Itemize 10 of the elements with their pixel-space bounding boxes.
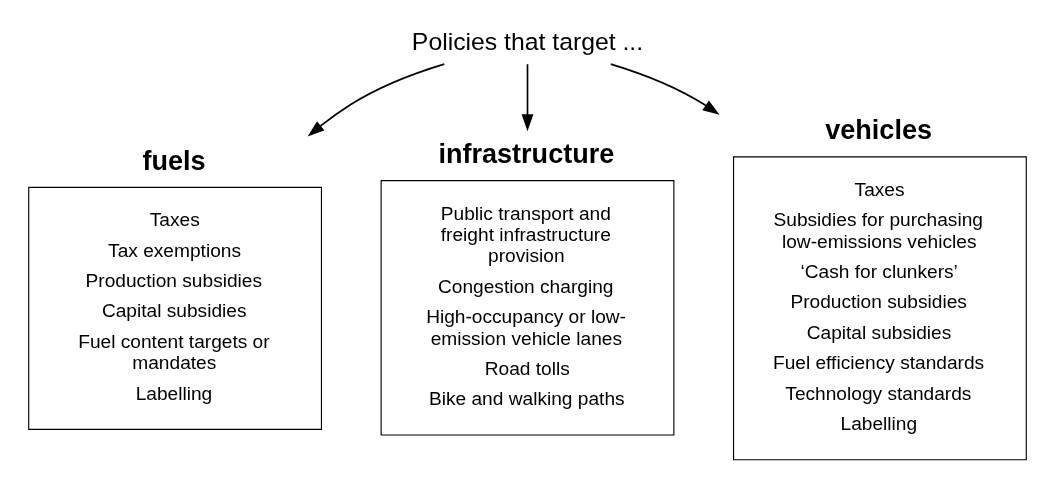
node-box: Public transport and freight infrastructure provision Congestion charging High-occupancy or low-emission vehicle lanes Road tolls Bike and walking paths <box>380 179 675 436</box>
arrow <box>609 62 720 115</box>
arrow <box>521 62 534 131</box>
arrow <box>307 62 446 136</box>
node-label: infrastructure <box>438 138 615 169</box>
node-label: vehicles <box>825 114 932 145</box>
node-text: Policies that target ... <box>411 27 644 55</box>
node-label: fuels <box>142 145 206 176</box>
node-box: Taxes Subsidies for purchasing low-emissions vehicles ‘Cash for clunkers’ Production subsidies Capital subsidies Fuel efficiency standards Technology standards Labelling <box>732 155 1027 460</box>
node-box: Taxes Tax exemptions Production subsidies Capital subsidies Fuel content targets or mandates Labelling <box>28 186 323 430</box>
